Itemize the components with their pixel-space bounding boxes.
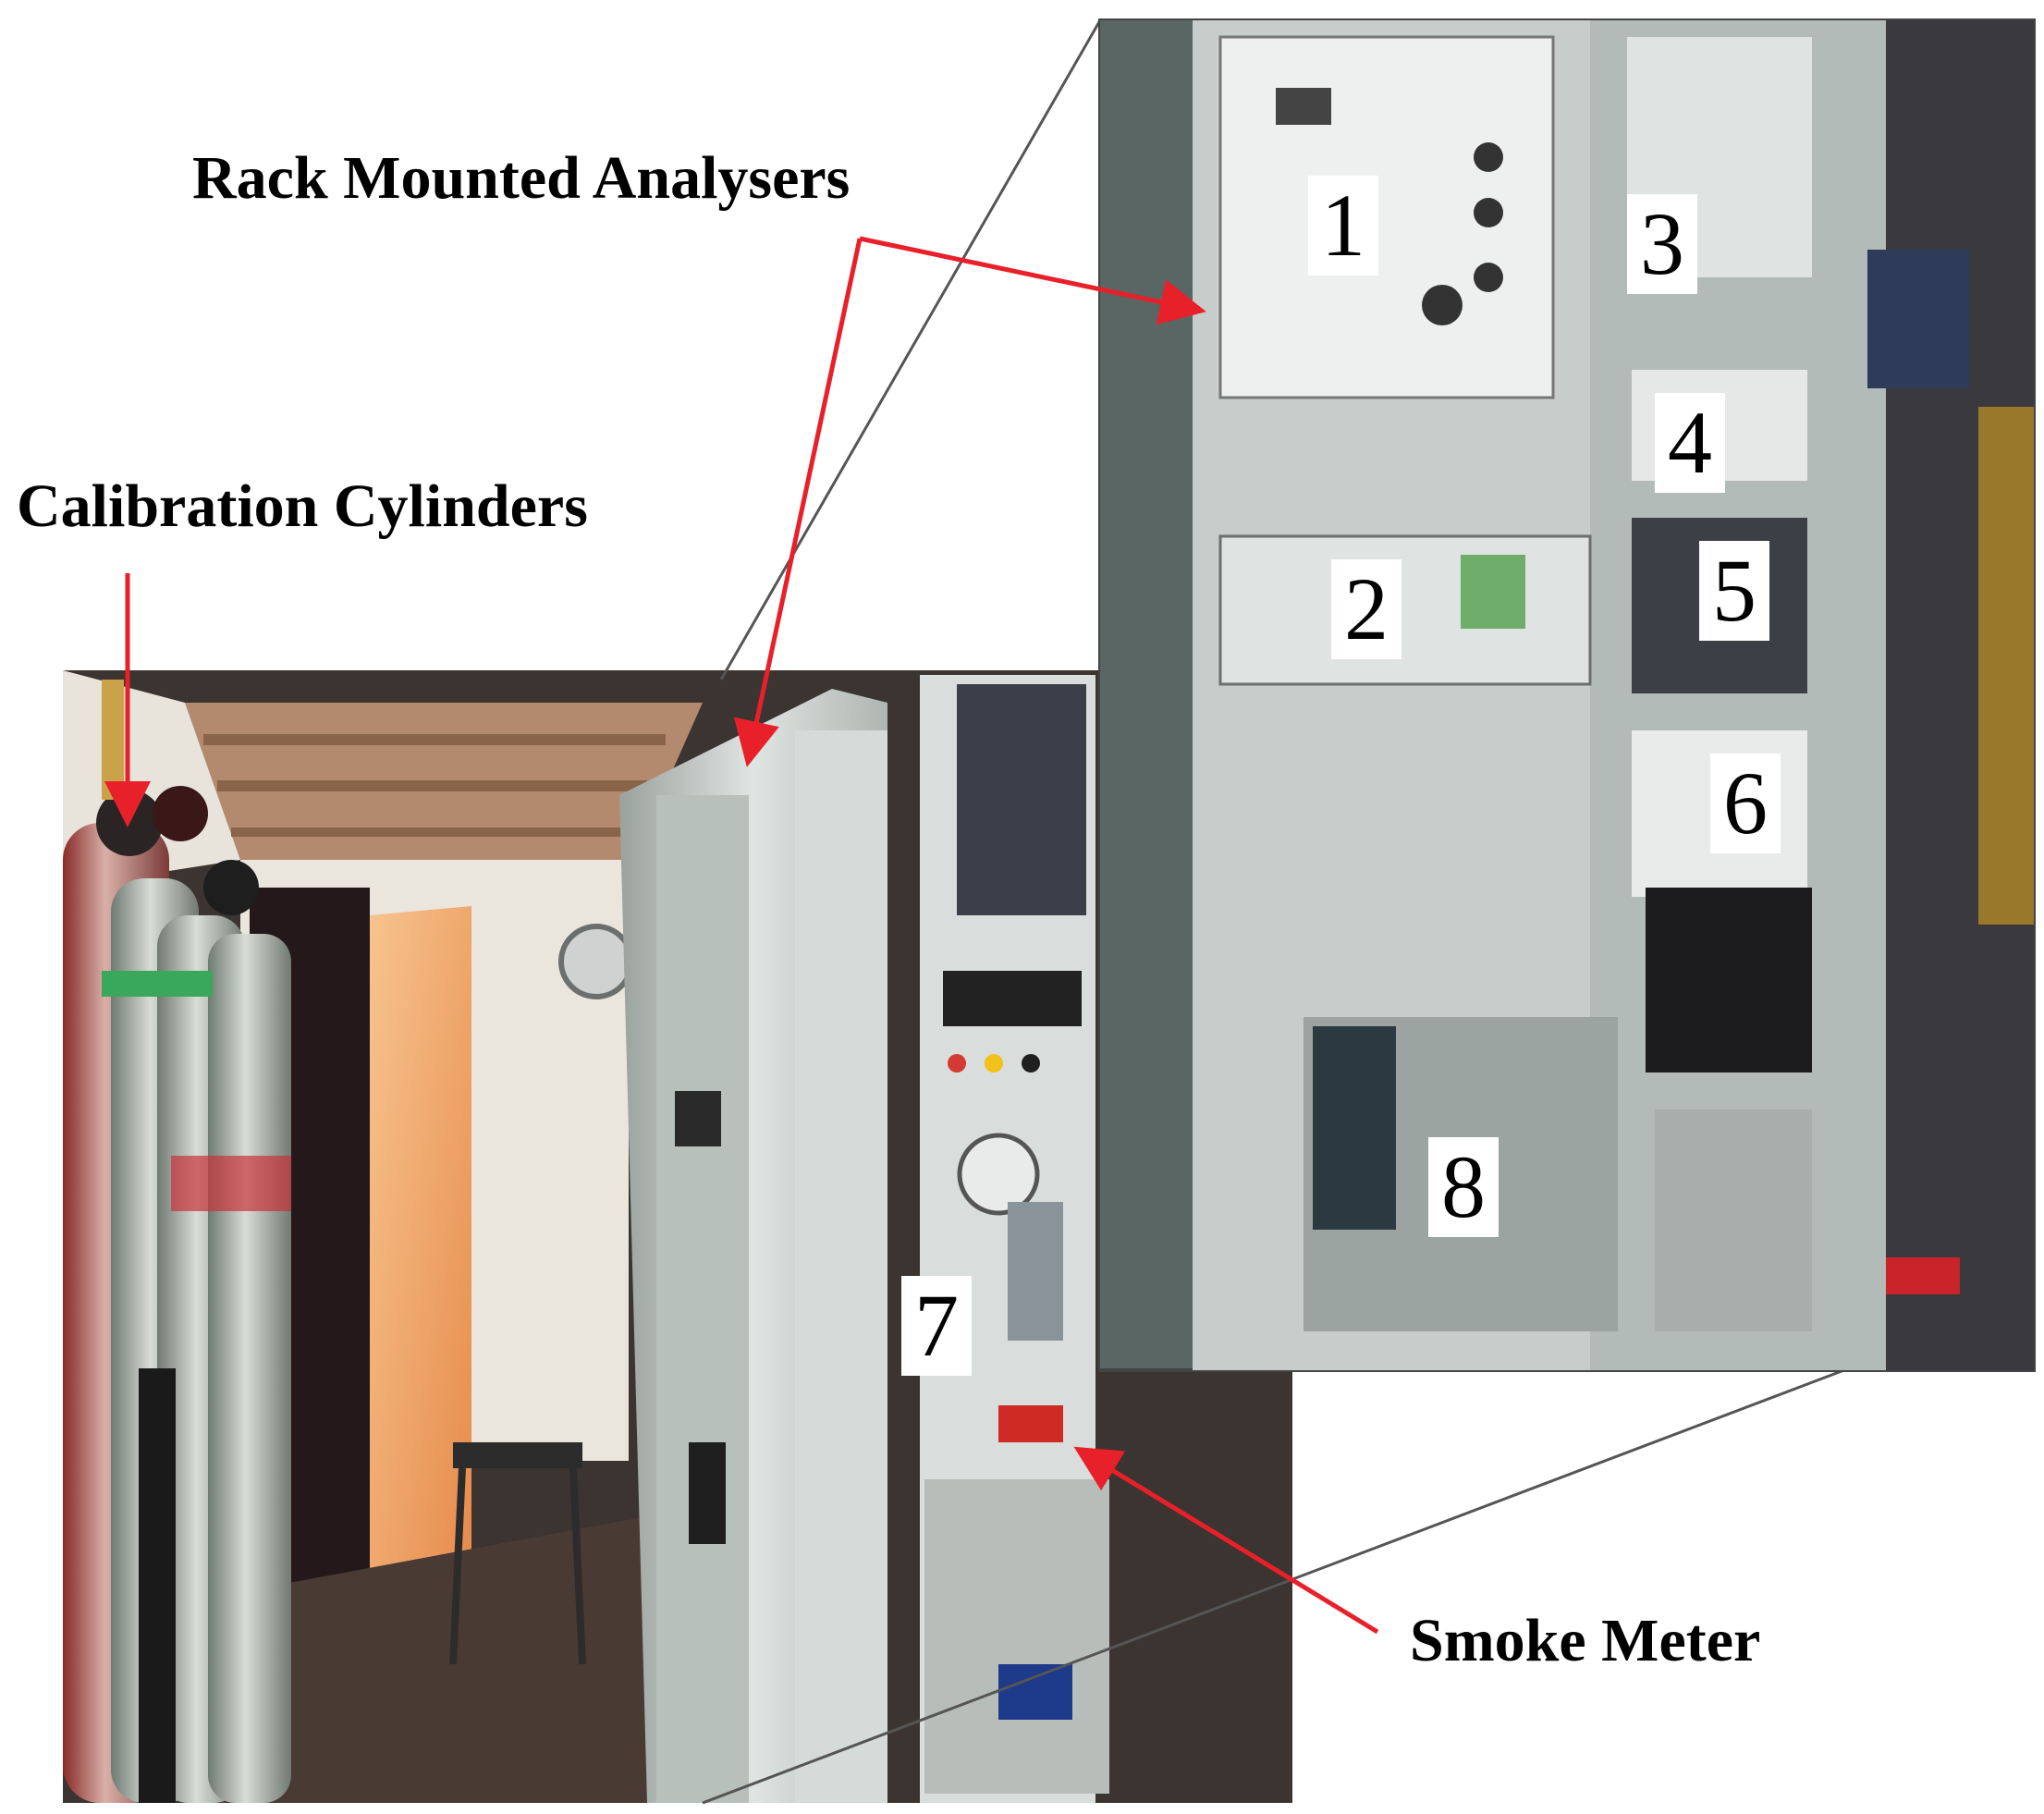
analyser-label-5: 5 [1699, 541, 1769, 641]
stool [453, 1442, 582, 1468]
rack-arrow-right [859, 236, 1206, 325]
caption-calibration-cylinders: Calibration Cylinders [17, 472, 588, 540]
caption-smoke-meter: Smoke Meter [1410, 1607, 1761, 1674]
analyser-label-3: 3 [1627, 194, 1697, 294]
analyser-label-6: 6 [1710, 754, 1781, 853]
analyser-label-1: 1 [1308, 176, 1378, 276]
annotation-arrows [104, 236, 1379, 1635]
analyser-label-8: 8 [1428, 1137, 1499, 1237]
main-photo [63, 670, 1292, 1803]
open-door [370, 906, 471, 1609]
wall-fan [558, 924, 634, 999]
zoom-inset-photo [1098, 18, 2036, 1372]
analyser-label-2: 2 [1331, 559, 1401, 659]
smoke-meter-arrow [1073, 1446, 1379, 1635]
analyser-cabinet-graphic [619, 675, 1109, 1803]
smoke-meter-unit [998, 1405, 1063, 1442]
analyser-label-7: 7 [901, 1276, 972, 1376]
caption-rack-mounted-analysers: Rack Mounted Analysers [192, 144, 851, 212]
rack-arrow-left [733, 238, 863, 767]
analyser-label-4: 4 [1655, 393, 1725, 493]
